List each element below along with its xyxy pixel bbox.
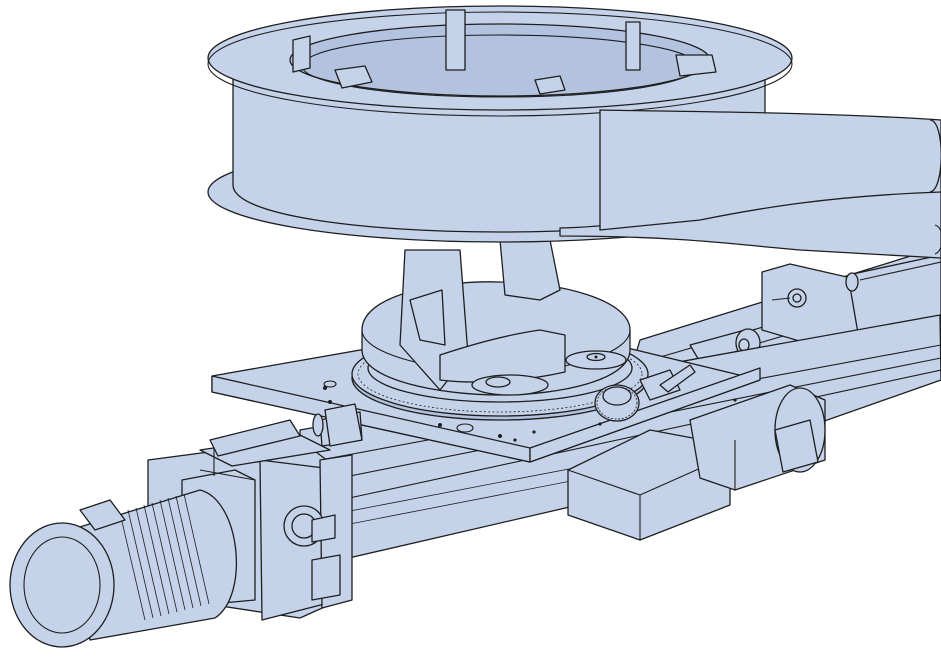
- stepper-motor: [689, 384, 826, 491]
- pinion-gear: [594, 364, 696, 422]
- electric-motor: [9, 489, 238, 648]
- reel-hub: [361, 239, 631, 396]
- end-block: [209, 403, 363, 457]
- metal-strip: [559, 109, 941, 259]
